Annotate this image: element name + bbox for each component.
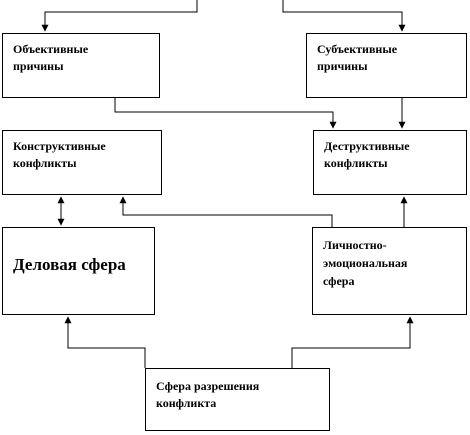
- arrow-top-to-subjective: [282, 0, 406, 32]
- objective-causes-label: Объективные причины: [13, 42, 89, 73]
- arrow-personal-to-constructive: [119, 196, 333, 227]
- subjective-causes-box: Субъективные причины: [306, 33, 467, 98]
- constructive-conflicts-box: Конструктивные конфликты: [2, 130, 162, 195]
- objective-causes-box: Объективные причины: [2, 33, 160, 98]
- arrow-resolution-to-personal: [291, 316, 414, 368]
- destructive-conflicts-box: Деструктивные конфликты: [313, 130, 467, 195]
- constructive-conflicts-label: Конструктивные конфликты: [13, 139, 106, 170]
- arrow-resolution-to-business: [64, 316, 146, 368]
- arrow-top-to-objective: [41, 0, 198, 32]
- destructive-conflicts-label: Деструктивные конфликты: [324, 139, 410, 170]
- personal-emotional-sphere-box: Личностно- эмоциональная сфера: [312, 227, 467, 315]
- conflict-resolution-sphere-label: Сфера разрешения конфликта: [156, 379, 260, 410]
- business-sphere-box: Деловая сфера: [2, 227, 155, 315]
- personal-emotional-sphere-label: Личностно- эмоциональная сфера: [323, 238, 408, 288]
- conflict-resolution-sphere-box: Сфера разрешения конфликта: [145, 368, 330, 431]
- subjective-causes-label: Субъективные причины: [317, 42, 398, 73]
- arrow-objective-to-destructive: [114, 98, 337, 129]
- business-sphere-label: Деловая сфера: [13, 255, 126, 274]
